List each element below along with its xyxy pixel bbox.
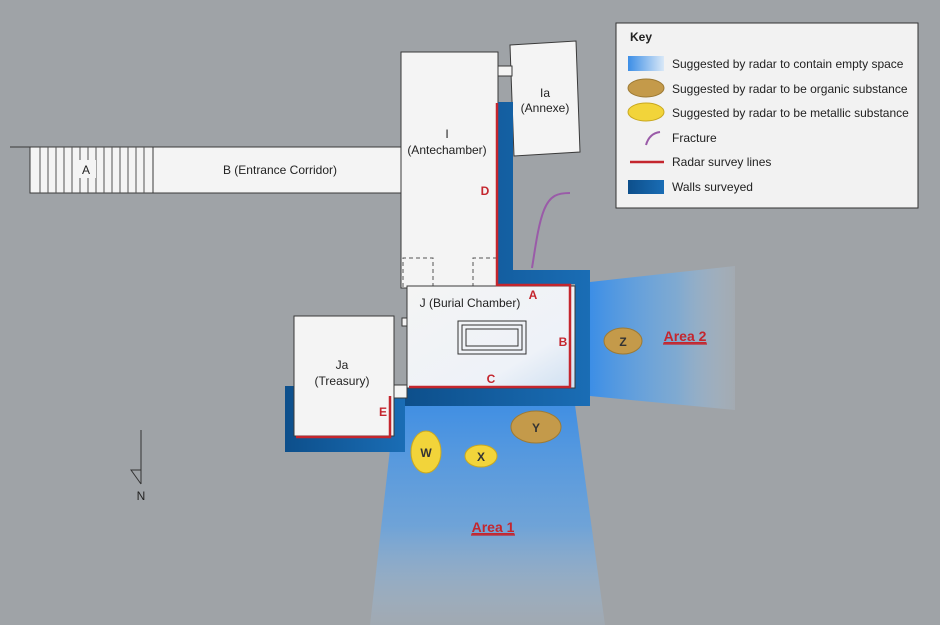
anomaly-z: Z bbox=[603, 327, 643, 355]
room-i-antechamber: I (Antechamber) bbox=[400, 51, 499, 289]
area-1-label: Area 1 bbox=[472, 519, 515, 535]
room-a-stairs: A bbox=[10, 146, 154, 194]
anomaly-z-label: Z bbox=[619, 335, 626, 349]
legend-item-organic: Suggested by radar to be organic substan… bbox=[672, 82, 908, 96]
survey-line-e-label: E bbox=[379, 405, 387, 419]
legend-organic-swatch bbox=[627, 78, 665, 98]
north-arrow-icon: N bbox=[130, 430, 146, 503]
room-ia-label-2: (Annexe) bbox=[521, 101, 570, 115]
room-b-label: B (Entrance Corridor) bbox=[223, 163, 337, 177]
anomaly-x-label: X bbox=[477, 450, 485, 464]
survey-line-b-label: B bbox=[559, 335, 568, 349]
area-2-label: Area 2 bbox=[664, 328, 707, 344]
legend-title: Key bbox=[630, 30, 652, 44]
legend-fracture-icon bbox=[645, 131, 661, 146]
room-ja-label-1: Ja bbox=[336, 358, 349, 372]
legend-item-empty-space: Suggested by radar to contain empty spac… bbox=[672, 57, 904, 71]
north-label: N bbox=[137, 489, 146, 503]
sarcophagus-icon bbox=[457, 320, 527, 355]
fracture-line bbox=[531, 192, 571, 269]
survey-line-d-label: D bbox=[481, 184, 490, 198]
room-j-burial-chamber: J (Burial Chamber) bbox=[406, 285, 576, 389]
room-ia-label-1: Ia bbox=[540, 86, 550, 100]
survey-line-c-label: C bbox=[487, 372, 496, 386]
legend-item-fracture: Fracture bbox=[672, 131, 717, 145]
area-2-empty-space bbox=[590, 266, 735, 410]
legend-item-walls-surveyed: Walls surveyed bbox=[672, 180, 753, 194]
legend-item-survey-lines: Radar survey lines bbox=[672, 155, 771, 169]
room-b-entrance-corridor: B (Entrance Corridor) bbox=[152, 146, 402, 194]
room-a-label: A bbox=[82, 163, 90, 177]
room-j-label: J (Burial Chamber) bbox=[420, 296, 521, 310]
legend-metallic-swatch bbox=[627, 102, 665, 122]
anomaly-y-label: Y bbox=[532, 421, 540, 435]
legend-empty-space-swatch bbox=[628, 56, 664, 71]
room-ja-treasury: Ja (Treasury) bbox=[293, 315, 395, 437]
room-i-label-2: (Antechamber) bbox=[407, 143, 486, 157]
legend-key: Key Suggested by radar to contain empty … bbox=[615, 22, 919, 209]
room-i-label-1: I bbox=[445, 127, 448, 141]
anomaly-y: Y bbox=[510, 410, 562, 444]
anomaly-w-label: W bbox=[420, 446, 432, 460]
anomaly-w: W bbox=[410, 430, 442, 474]
area-1-empty-space bbox=[370, 405, 605, 625]
legend-item-metallic: Suggested by radar to be metallic substa… bbox=[672, 106, 909, 120]
radar-survey-lines bbox=[296, 103, 572, 439]
legend-wall-swatch bbox=[628, 180, 664, 194]
anomaly-x: X bbox=[464, 444, 498, 468]
room-ja-label-2: (Treasury) bbox=[315, 374, 370, 388]
survey-line-a-label: A bbox=[529, 288, 538, 302]
